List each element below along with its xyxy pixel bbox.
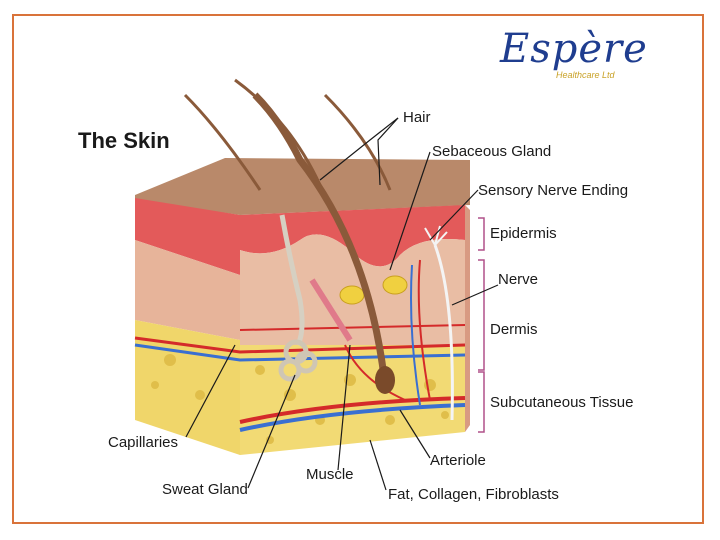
label-fat-collagen-fibroblasts: Fat, Collagen, Fibroblasts (388, 486, 559, 503)
hair-bulb (375, 366, 395, 394)
block-right-face (465, 205, 470, 432)
label-hair: Hair (403, 109, 431, 126)
label-sweat-gland: Sweat Gland (162, 481, 248, 498)
label-capillaries: Capillaries (108, 434, 178, 451)
label-dermis: Dermis (490, 321, 538, 338)
label-nerve: Nerve (498, 271, 538, 288)
layer-brackets (478, 218, 484, 432)
label-sensory-nerve-ending: Sensory Nerve Ending (478, 182, 628, 199)
label-epidermis: Epidermis (490, 225, 557, 242)
label-sebaceous-gland: Sebaceous Gland (432, 143, 551, 160)
label-arteriole: Arteriole (430, 452, 486, 469)
label-subcutaneous-tissue: Subcutaneous Tissue (490, 394, 633, 411)
label-muscle: Muscle (306, 466, 354, 483)
